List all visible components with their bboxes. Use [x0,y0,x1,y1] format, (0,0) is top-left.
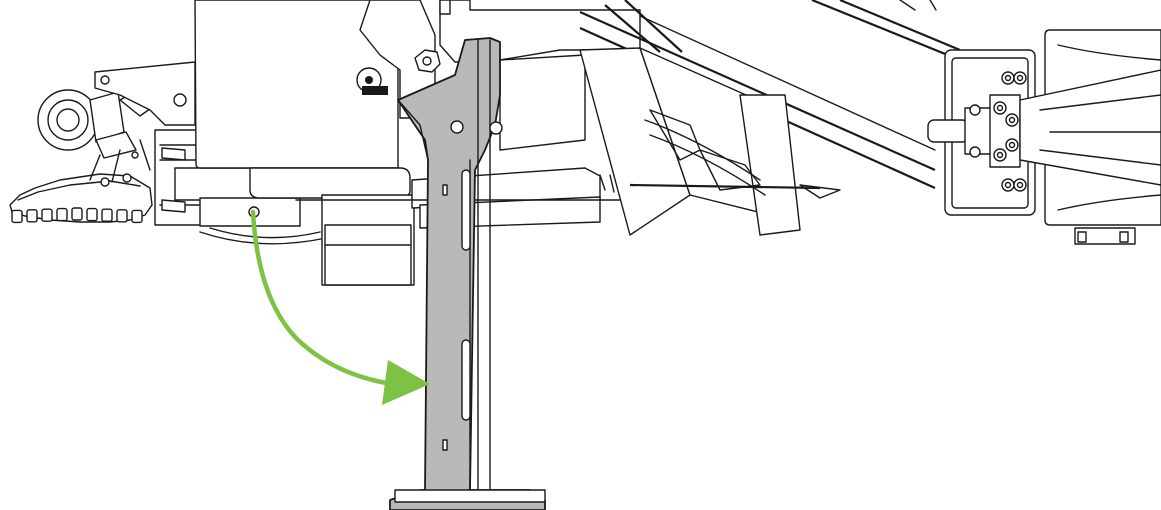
flange-bolts [993,71,1027,192]
bolt-head [996,151,1004,159]
mower-deck-assembly [9,61,327,245]
hitch-frame [927,29,1161,245]
gear-tooth [131,209,143,224]
lock-pin [356,67,388,95]
bolt-head [1016,181,1024,189]
blade-guard [579,47,841,236]
bolt-head [1008,141,1016,149]
gear-tooth [86,207,98,222]
rotation-arrow [250,209,430,405]
drive-gear [9,173,153,224]
gear-tooth [56,207,68,222]
bolt-head [1008,116,1016,124]
bolt-head [996,104,1004,112]
gear-tooth [116,209,128,223]
gear-tooth [101,208,113,222]
gear-tooth [71,207,83,221]
bolt-head [1004,181,1012,189]
bolt-head [1016,74,1024,82]
parking-stand [389,37,546,510]
bolt-head [1004,74,1012,82]
hydraulic-cylinder [37,83,171,187]
gear-tooth [26,209,38,223]
gear-tooth [11,209,23,224]
hex-nut [414,49,441,73]
gear-tooth [41,208,53,222]
gearbox-housing [194,0,496,286]
